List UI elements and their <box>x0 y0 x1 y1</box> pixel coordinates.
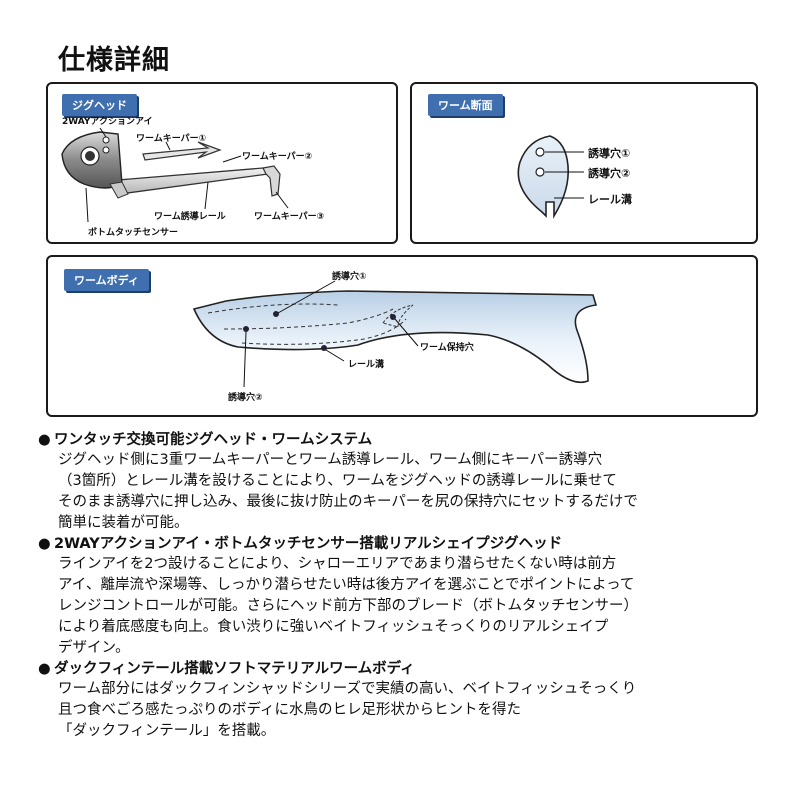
worm-body-panel: ワームボディ 誘導穴① ワーム保持穴 レール溝 誘導穴② <box>46 255 758 417</box>
label-action-eye: 2WAYアクションアイ <box>62 117 153 127</box>
label-body-hole-2: 誘導穴② <box>228 393 263 403</box>
worm-body-illustration <box>192 280 598 388</box>
worm-body-tag: ワームボディ <box>64 269 149 291</box>
feature-section-2: ●2WAYアクションアイ・ボトムタッチセンサー搭載リアルシェイプジグヘッド ライ… <box>38 534 768 659</box>
label-body-rail-groove: レール溝 <box>348 360 385 370</box>
feature-body-3: ワーム部分にはダックフィンシャッドシリーズで実績の高い、ベイトフィッシュそっくり… <box>58 681 637 739</box>
worm-section-panel: ワーム断面 誘導穴① 誘導穴② レール溝 <box>410 82 758 244</box>
label-bottom-sensor: ボトムタッチセンサー <box>88 228 179 238</box>
feature-body-2: ラインアイを2つ設けることにより、シャローエリアであまり潜らせたくない時は前方 … <box>58 556 638 656</box>
bullet-icon: ● <box>38 536 51 552</box>
bullet-icon: ● <box>38 432 51 448</box>
jig-head-illustration <box>61 127 289 223</box>
feature-section-3: ●ダックフィンテール搭載ソフトマテリアルワームボディ ワーム部分にはダックフィン… <box>38 659 768 742</box>
page-title: 仕様詳細 <box>58 45 170 76</box>
label-keeper-1: ワームキーパー① <box>136 134 207 144</box>
feature-heading-1: ●ワンタッチ交換可能ジグヘッド・ワームシステム <box>38 432 373 448</box>
label-body-hole-1: 誘導穴① <box>332 272 367 282</box>
feature-heading-2: ●2WAYアクションアイ・ボトムタッチセンサー搭載リアルシェイプジグヘッド <box>38 536 563 552</box>
label-section-hole-1: 誘導穴① <box>588 147 631 160</box>
feature-heading-3: ●ダックフィンテール搭載ソフトマテリアルワームボディ <box>38 661 415 677</box>
label-keeper-2: ワームキーパー② <box>242 152 313 162</box>
worm-section-illustration <box>517 135 584 219</box>
label-section-rail-groove: レール溝 <box>588 193 632 206</box>
feature-body-1: ジグヘッド側に3重ワームキーパーとワーム誘導レール、ワーム側にキーパー誘導穴 （… <box>58 452 638 531</box>
feature-section-1: ●ワンタッチ交換可能ジグヘッド・ワームシステム ジグヘッド側に3重ワームキーパー… <box>38 430 768 534</box>
label-body-retain-hole: ワーム保持穴 <box>420 343 474 353</box>
jig-head-panel: ジグヘッド 2WA <box>46 82 398 244</box>
jig-head-tag: ジグヘッド <box>62 94 137 116</box>
worm-section-tag: ワーム断面 <box>428 94 503 116</box>
label-guide-rail: ワーム誘導レール <box>154 212 226 222</box>
label-keeper-3: ワームキーパー③ <box>254 212 325 222</box>
bullet-icon: ● <box>38 661 51 677</box>
label-section-hole-2: 誘導穴② <box>588 167 631 180</box>
